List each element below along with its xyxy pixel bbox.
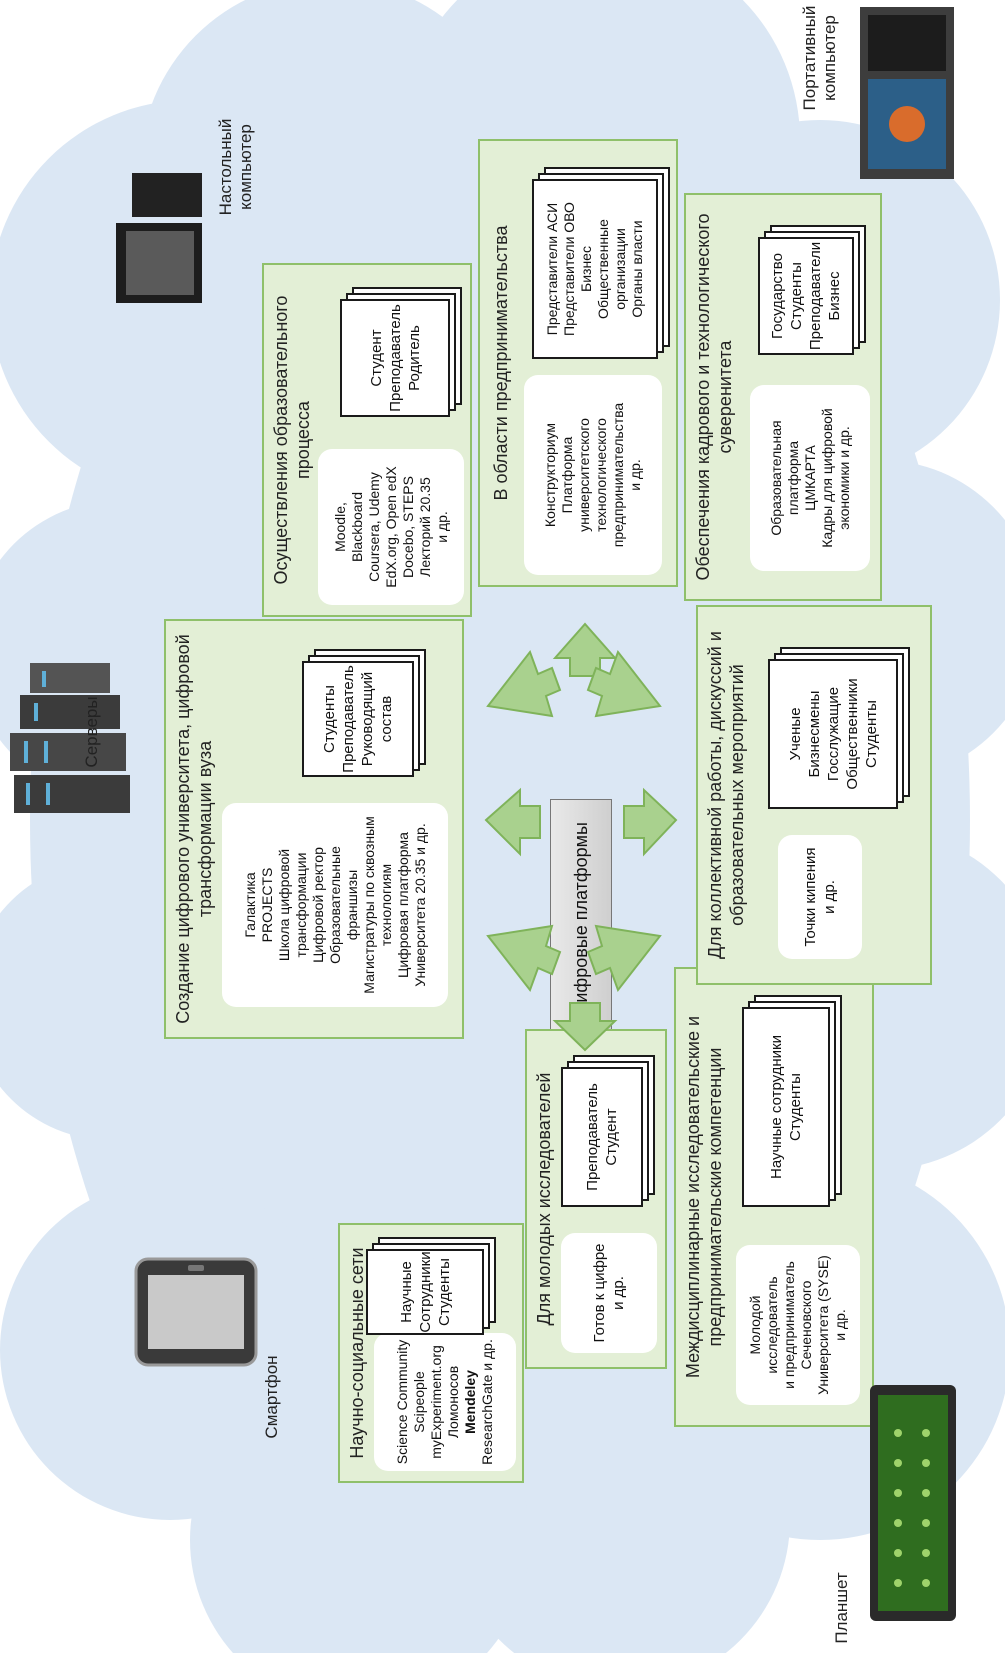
smartphone-icon — [134, 1257, 258, 1367]
laptop-icon — [860, 7, 954, 179]
arrow-upright-icon — [586, 649, 662, 718]
arrow-up-icon — [552, 622, 618, 677]
arrow-down-icon — [552, 1002, 618, 1052]
arrow-downright-icon — [586, 924, 662, 993]
servers-icon — [6, 647, 130, 817]
arrow-left-icon — [484, 787, 541, 857]
arrow-upleft-icon — [486, 649, 562, 718]
desktop-computer-icon — [112, 167, 208, 307]
tablet-icon — [868, 1383, 958, 1623]
arrow-downleft-icon — [486, 924, 562, 993]
arrow-right-icon — [623, 787, 678, 857]
